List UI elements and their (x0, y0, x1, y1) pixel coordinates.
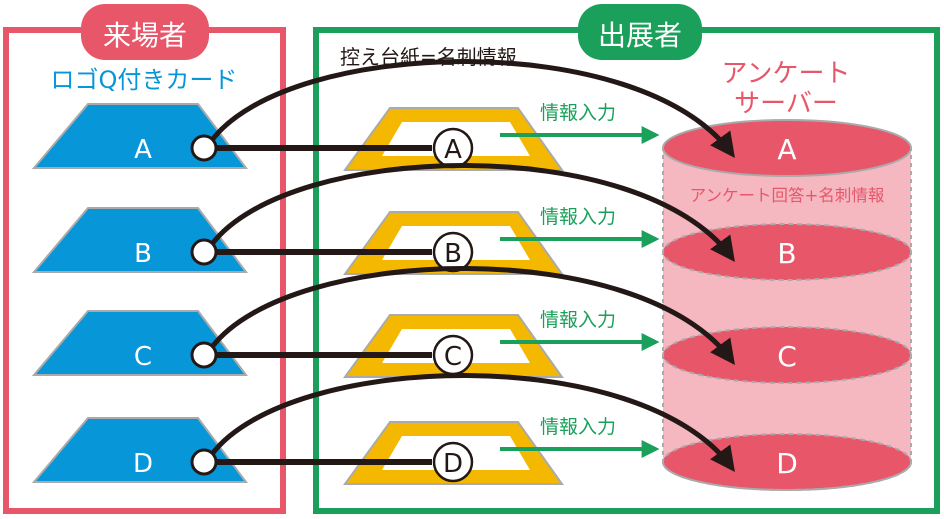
card-dot-d (190, 448, 218, 476)
server-title-line2: サーバー (734, 89, 838, 119)
exhibitor-title: 出展者 (598, 19, 682, 52)
visitor-title-badge (81, 4, 209, 60)
curved-arrow-c (210, 266, 735, 366)
curved-arrow-d (210, 373, 735, 473)
curved-arrow-b (210, 163, 735, 263)
input-label-a: 情報入力 (540, 102, 616, 124)
stub-label: 控え台紙=名刺情報 (340, 45, 517, 69)
visitor-card-label-b: B (134, 239, 152, 269)
rows: A A A 情報入力 B B B 情報入力 C C C 情報入力 D D D 情報入力 (31, 59, 912, 491)
visitor-card-label-a: A (134, 135, 152, 165)
stub-circle-d (432, 441, 474, 483)
server-bottom-edge (662, 461, 912, 491)
card-dot-b (190, 238, 218, 266)
server-record-label-b: B (777, 237, 796, 270)
row-d: D D D 情報入力 (31, 373, 912, 491)
server-record-label-c: C (777, 340, 797, 373)
stub-circle-label-b: B (444, 239, 462, 269)
server-body (663, 147, 911, 464)
server-title-line1: アンケート (722, 59, 851, 89)
server-record-label-a: A (777, 133, 796, 166)
row-a: A A A 情報入力 (31, 59, 912, 177)
visitor-card-label-d: D (133, 449, 153, 479)
server-record-label-d: D (776, 447, 798, 480)
row-b: B B B 情報入力 (31, 163, 912, 281)
card-label: ロゴQ付きカード (51, 66, 238, 94)
card-dot-c (190, 341, 218, 369)
card-dot-a (190, 134, 218, 162)
stub-circle-label-a: A (444, 135, 462, 165)
visitor-title: 来場者 (103, 19, 187, 52)
input-label-c: 情報入力 (540, 309, 616, 331)
stub-circle-label-c: C (444, 342, 462, 372)
row-c: C C C 情報入力 (31, 266, 912, 384)
stub-circle-label-d: D (443, 449, 463, 479)
visitor-card-label-c: C (134, 342, 152, 372)
input-label-d: 情報入力 (540, 416, 616, 438)
exhibitor-title-badge (578, 4, 702, 60)
server-content-label: アンケート回答+名刺情報 (690, 186, 885, 205)
input-label-b: 情報入力 (540, 206, 616, 228)
curved-arrow-a (210, 59, 735, 159)
